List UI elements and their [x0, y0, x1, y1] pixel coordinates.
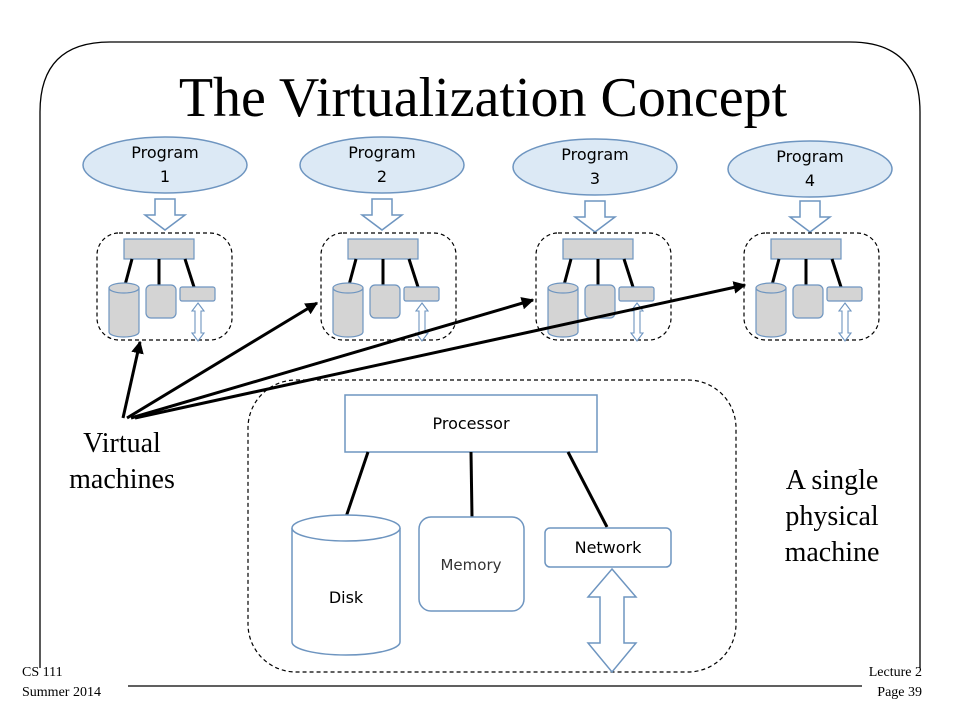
- vm-disk-icon: [332, 282, 364, 338]
- virtual-machines-label-line-1: Virtual: [83, 428, 161, 459]
- virtual-machine-1: [96, 232, 233, 342]
- program-number: 2: [377, 167, 387, 186]
- virtual-machine-4: [743, 232, 880, 342]
- disk-label: Disk: [329, 588, 364, 607]
- footer-lecture: Lecture 2: [869, 665, 922, 680]
- program-oval: [512, 138, 678, 196]
- vm-processor: [770, 238, 842, 260]
- slide-title: The Virtualization Concept: [179, 67, 788, 129]
- program-oval: [82, 136, 248, 194]
- vm-disk-icon: [755, 282, 787, 338]
- footer-page: Page 39: [877, 685, 922, 700]
- processor-network-link: [566, 451, 609, 528]
- vm-boundary: [96, 232, 233, 341]
- down-arrow-icon: [359, 198, 405, 231]
- vm-memory-icon: [369, 284, 401, 319]
- down-arrow-icon: [572, 200, 618, 233]
- program-1: Program 1: [82, 136, 248, 231]
- footer-course: CS 111: [22, 665, 63, 680]
- arrow-to-vm-2: [126, 301, 319, 420]
- vm-io-arrow-icon: [190, 302, 206, 342]
- physical-machine-label-line-2: physical: [785, 501, 879, 532]
- program-number: 4: [805, 171, 815, 190]
- vm-processor: [347, 238, 419, 260]
- arrow-to-vm-4: [134, 281, 747, 420]
- program-label: Program: [776, 147, 844, 166]
- network-label: Network: [575, 538, 643, 557]
- virtual-machine-3: [535, 232, 672, 342]
- arrow-to-vm-3: [130, 297, 535, 420]
- program-label: Program: [561, 145, 629, 164]
- program-number: 3: [590, 169, 600, 188]
- arrow-to-vm-1: [121, 340, 144, 419]
- program-number: 1: [160, 167, 170, 186]
- vm-processor: [562, 238, 634, 260]
- program-label: Program: [348, 143, 416, 162]
- vm-io-arrow-icon: [837, 302, 853, 342]
- vm-network-icon: [179, 286, 216, 302]
- virtual-machines-label-line-2: machines: [69, 464, 175, 495]
- physical-machine-label-line-1: A single: [786, 465, 879, 496]
- network-box: [544, 527, 672, 568]
- vm-network-icon: [826, 286, 863, 302]
- virtual-machine-2: [320, 232, 457, 342]
- program-3: Program 3: [512, 138, 678, 233]
- footer-term: Summer 2014: [22, 685, 101, 700]
- vm-io-arrow-icon: [629, 302, 645, 342]
- slide-frame: [39, 41, 921, 668]
- memory-label: Memory: [440, 556, 501, 574]
- processor-memory-link: [469, 451, 474, 518]
- vm-boundary: [320, 232, 457, 341]
- vm-memory-icon: [145, 284, 177, 319]
- physical-machine: Processor Disk Memory Network: [247, 379, 737, 674]
- program-2: Program 2: [299, 136, 465, 231]
- down-arrow-icon: [142, 198, 188, 231]
- disk-icon: [291, 514, 401, 656]
- vm-disk-icon: [547, 282, 579, 338]
- memory-box: [418, 516, 525, 612]
- network-io-arrow-icon: [586, 567, 638, 674]
- physical-machine-label-line-3: machine: [785, 537, 880, 568]
- vm-network-icon: [618, 286, 655, 302]
- vm-boundary: [535, 232, 672, 341]
- physical-boundary: [247, 379, 737, 673]
- down-arrow-icon: [787, 200, 833, 233]
- vm-network-icon: [403, 286, 440, 302]
- program-oval: [727, 140, 893, 198]
- processor-label: Processor: [432, 414, 509, 433]
- vm-disk-icon: [108, 282, 140, 338]
- program-4: Program 4: [727, 140, 893, 233]
- vm-processor: [123, 238, 195, 260]
- vm-memory-icon: [792, 284, 824, 319]
- processor-disk-link: [344, 451, 370, 518]
- virtual-machine-arrows: [121, 281, 747, 420]
- program-label: Program: [131, 143, 199, 162]
- program-oval: [299, 136, 465, 194]
